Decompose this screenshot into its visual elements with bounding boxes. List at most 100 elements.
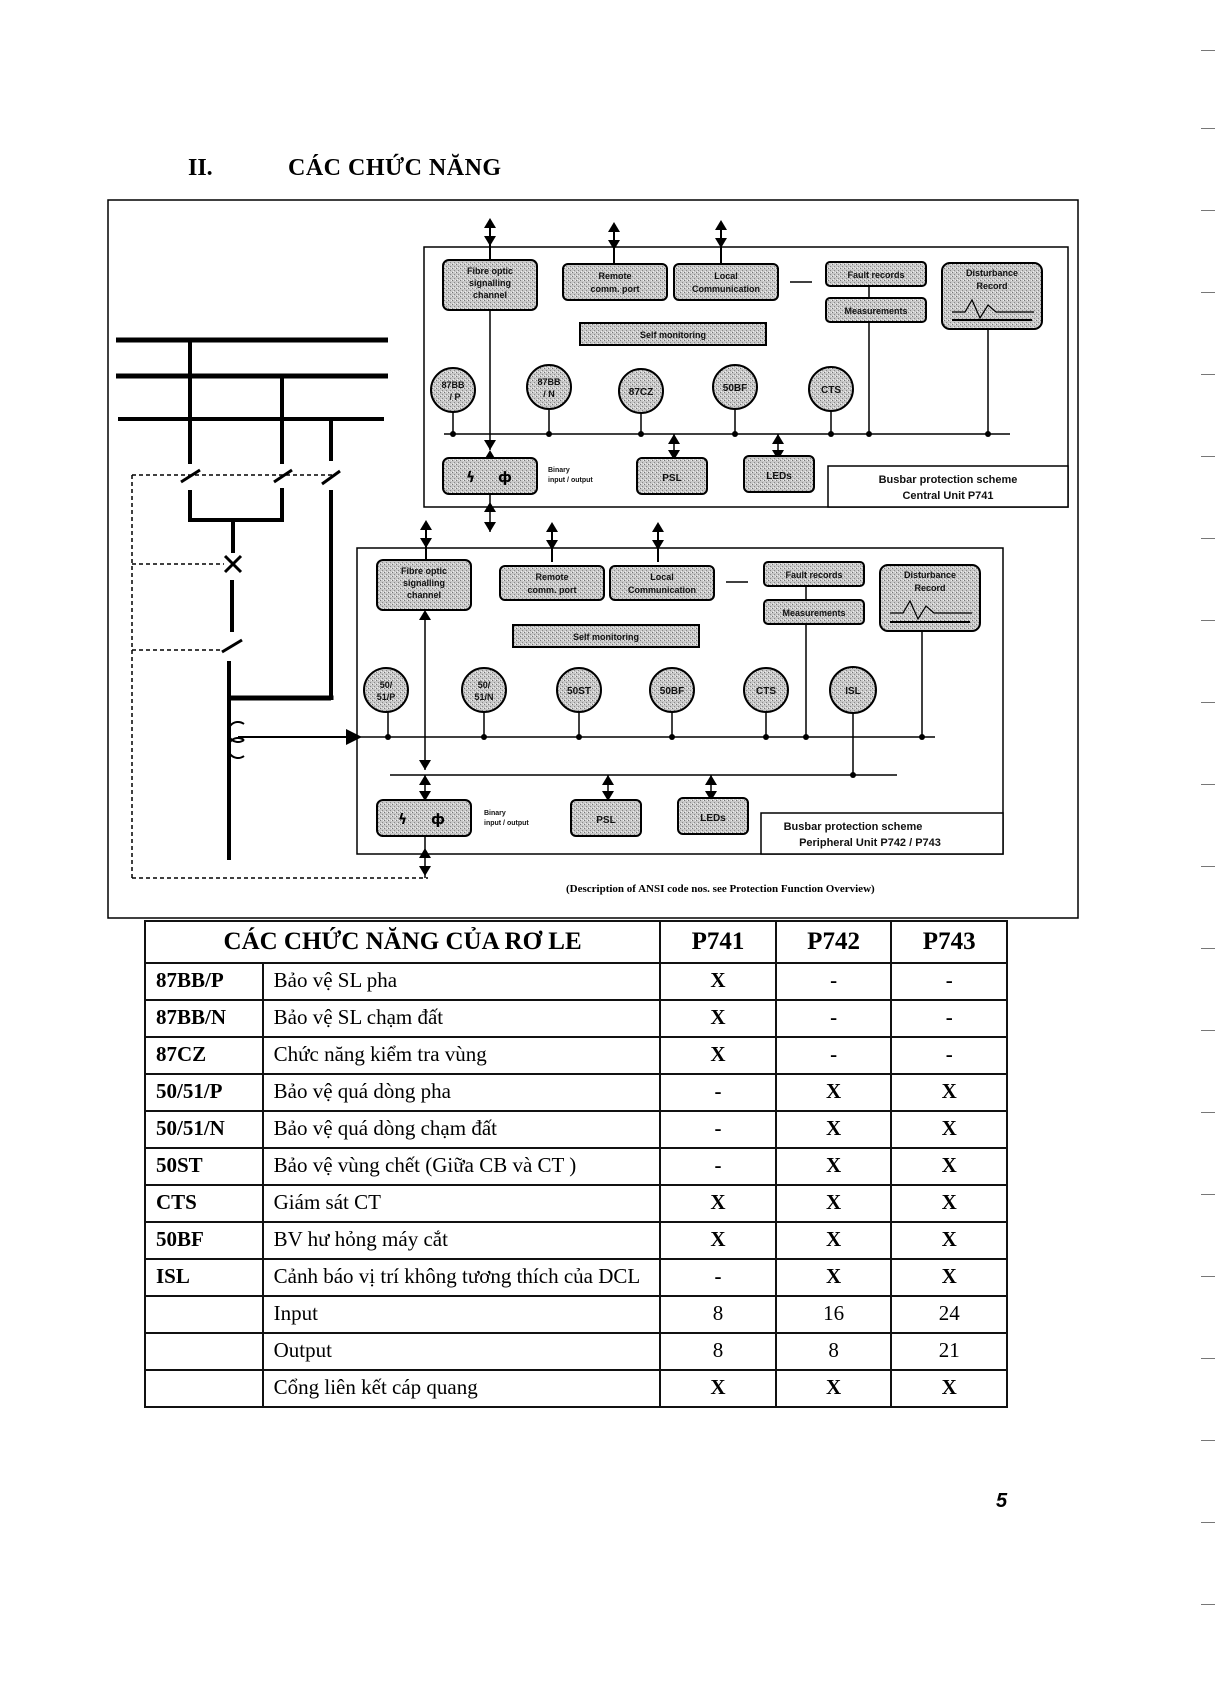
binary-io-box	[442, 457, 538, 495]
function-code: 50/51/P	[144, 1073, 264, 1112]
single-line-diagram	[116, 337, 428, 880]
svg-text:LEDs: LEDs	[700, 813, 726, 824]
p742-value: X	[774, 1221, 893, 1260]
p741-value: -	[659, 1073, 777, 1112]
peripheral-unit-caption-box	[760, 812, 1004, 855]
p743-value: X	[890, 1147, 1008, 1186]
p-measurements-box	[763, 599, 865, 625]
peripheral-function-cts: CTS	[743, 667, 925, 740]
function-code	[144, 1295, 264, 1334]
function-code: 87BB/N	[144, 999, 264, 1038]
central-function-87bb-p: 87BB/ P	[430, 367, 476, 437]
function-code: 50BF	[144, 1221, 264, 1260]
self-monitoring-box	[579, 322, 767, 346]
svg-text:CTS: CTS	[821, 385, 841, 396]
column-header-p743: P743	[890, 920, 1008, 964]
diagram-footnote: (Description of ANSI code nos. see Prote…	[566, 883, 875, 895]
p741-value: X	[659, 999, 777, 1038]
peripheral-function-50st: 50ST	[556, 667, 602, 740]
p741-value: X	[659, 1036, 777, 1075]
function-code: CTS	[144, 1184, 264, 1223]
svg-text:ISL: ISL	[845, 686, 861, 697]
svg-text:ϟ: ϟ	[398, 812, 407, 828]
p742-value: X	[774, 1147, 893, 1186]
function-description: Output	[261, 1332, 662, 1371]
p741-value: -	[659, 1110, 777, 1149]
function-description: BV hư hỏng máy cắt	[261, 1221, 662, 1260]
function-description: Input	[261, 1295, 662, 1334]
svg-text:50/51/N: 50/51/N	[474, 680, 493, 702]
p742-value: 8	[774, 1332, 893, 1371]
p743-value: X	[890, 1184, 1008, 1223]
function-description: Chức năng kiểm tra vùng	[261, 1036, 662, 1075]
p743-value: 21	[890, 1332, 1008, 1371]
p743-value: X	[890, 1258, 1008, 1297]
p743-value: X	[890, 1073, 1008, 1112]
peripheral-function-50-51-n: 50/51/N	[461, 667, 507, 740]
section-title: CÁC CHỨC NĂNG	[288, 155, 502, 181]
psl-box	[636, 457, 708, 495]
p741-value: X	[659, 962, 777, 1001]
p742-value: X	[774, 1073, 893, 1112]
svg-text:50/51/P: 50/51/P	[377, 680, 396, 702]
svg-text:Measurements: Measurements	[844, 306, 907, 316]
function-description: Bảo vệ SL chạm đất	[261, 999, 662, 1038]
p-remote-comm-port-box	[499, 565, 605, 601]
p-disturbance-record-box	[879, 564, 981, 632]
function-code: 87BB/P	[144, 962, 264, 1001]
function-code: 87CZ	[144, 1036, 264, 1075]
function-description: Bảo vệ quá dòng pha	[261, 1073, 662, 1112]
svg-text:Self monitoring: Self monitoring	[573, 632, 639, 642]
p-leds-box	[677, 797, 749, 835]
function-description: Bảo vệ SL pha	[261, 962, 662, 1001]
p743-value: -	[890, 962, 1008, 1001]
p743-value: X	[890, 1221, 1008, 1260]
p741-value: 8	[659, 1332, 777, 1371]
p742-value: X	[774, 1110, 893, 1149]
p743-value: X	[890, 1369, 1008, 1408]
svg-text:87CZ: 87CZ	[629, 387, 653, 398]
function-description: Cổng liên kết cáp quang	[261, 1369, 662, 1408]
column-header-p742: P742	[774, 920, 893, 964]
p743-value: -	[890, 999, 1008, 1038]
p-local-communication-box	[609, 565, 715, 601]
svg-text:Fault records: Fault records	[847, 270, 904, 280]
p742-value: -	[774, 962, 893, 1001]
peripheral-function-50-51-p: 50/51/P	[363, 667, 409, 740]
p743-value: 24	[890, 1295, 1008, 1334]
p741-value: -	[659, 1147, 777, 1186]
p743-value: X	[890, 1110, 1008, 1149]
svg-text:87BB/ P: 87BB/ P	[441, 380, 465, 402]
p-fault-records-box	[763, 561, 865, 587]
svg-text:CTS: CTS	[756, 686, 776, 697]
svg-text:50ST: 50ST	[567, 686, 591, 697]
p742-value: X	[774, 1184, 893, 1223]
svg-text:PSL: PSL	[596, 815, 615, 826]
central-function-50bf: 50BF	[712, 364, 758, 437]
svg-text:ф: ф	[431, 812, 445, 828]
p742-value: 16	[774, 1295, 893, 1334]
p742-value: X	[774, 1369, 893, 1408]
function-code: 50ST	[144, 1147, 264, 1186]
function-description: Bảo vệ vùng chết (Giữa CB và CT )	[261, 1147, 662, 1186]
svg-text:Measurements: Measurements	[782, 608, 845, 618]
function-description: Bảo vệ quá dòng chạm đất	[261, 1110, 662, 1149]
